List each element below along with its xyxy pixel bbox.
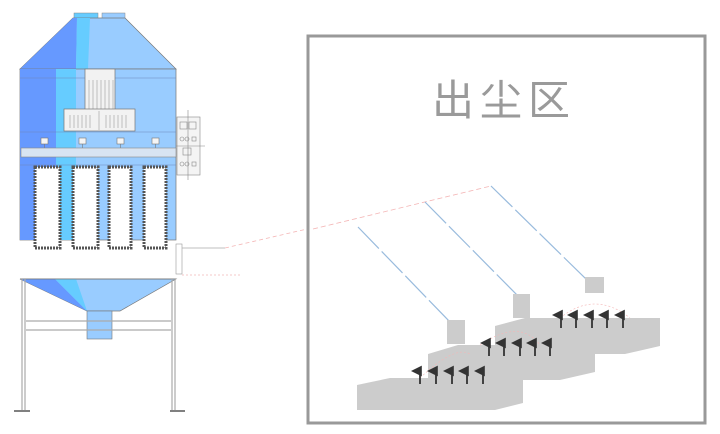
- control-panel: [176, 110, 205, 180]
- pulse-valves: [40, 137, 160, 148]
- filter-bag-windows: [33, 165, 168, 250]
- dust-collector-tower: [14, 12, 205, 412]
- dust-outlet-zone-label: 出尘区: [432, 76, 577, 125]
- support-legs: [21, 279, 176, 410]
- callout-lines: [182, 228, 308, 276]
- filter-bag-lines: [357, 185, 589, 323]
- airflow-arrows: [411, 309, 625, 384]
